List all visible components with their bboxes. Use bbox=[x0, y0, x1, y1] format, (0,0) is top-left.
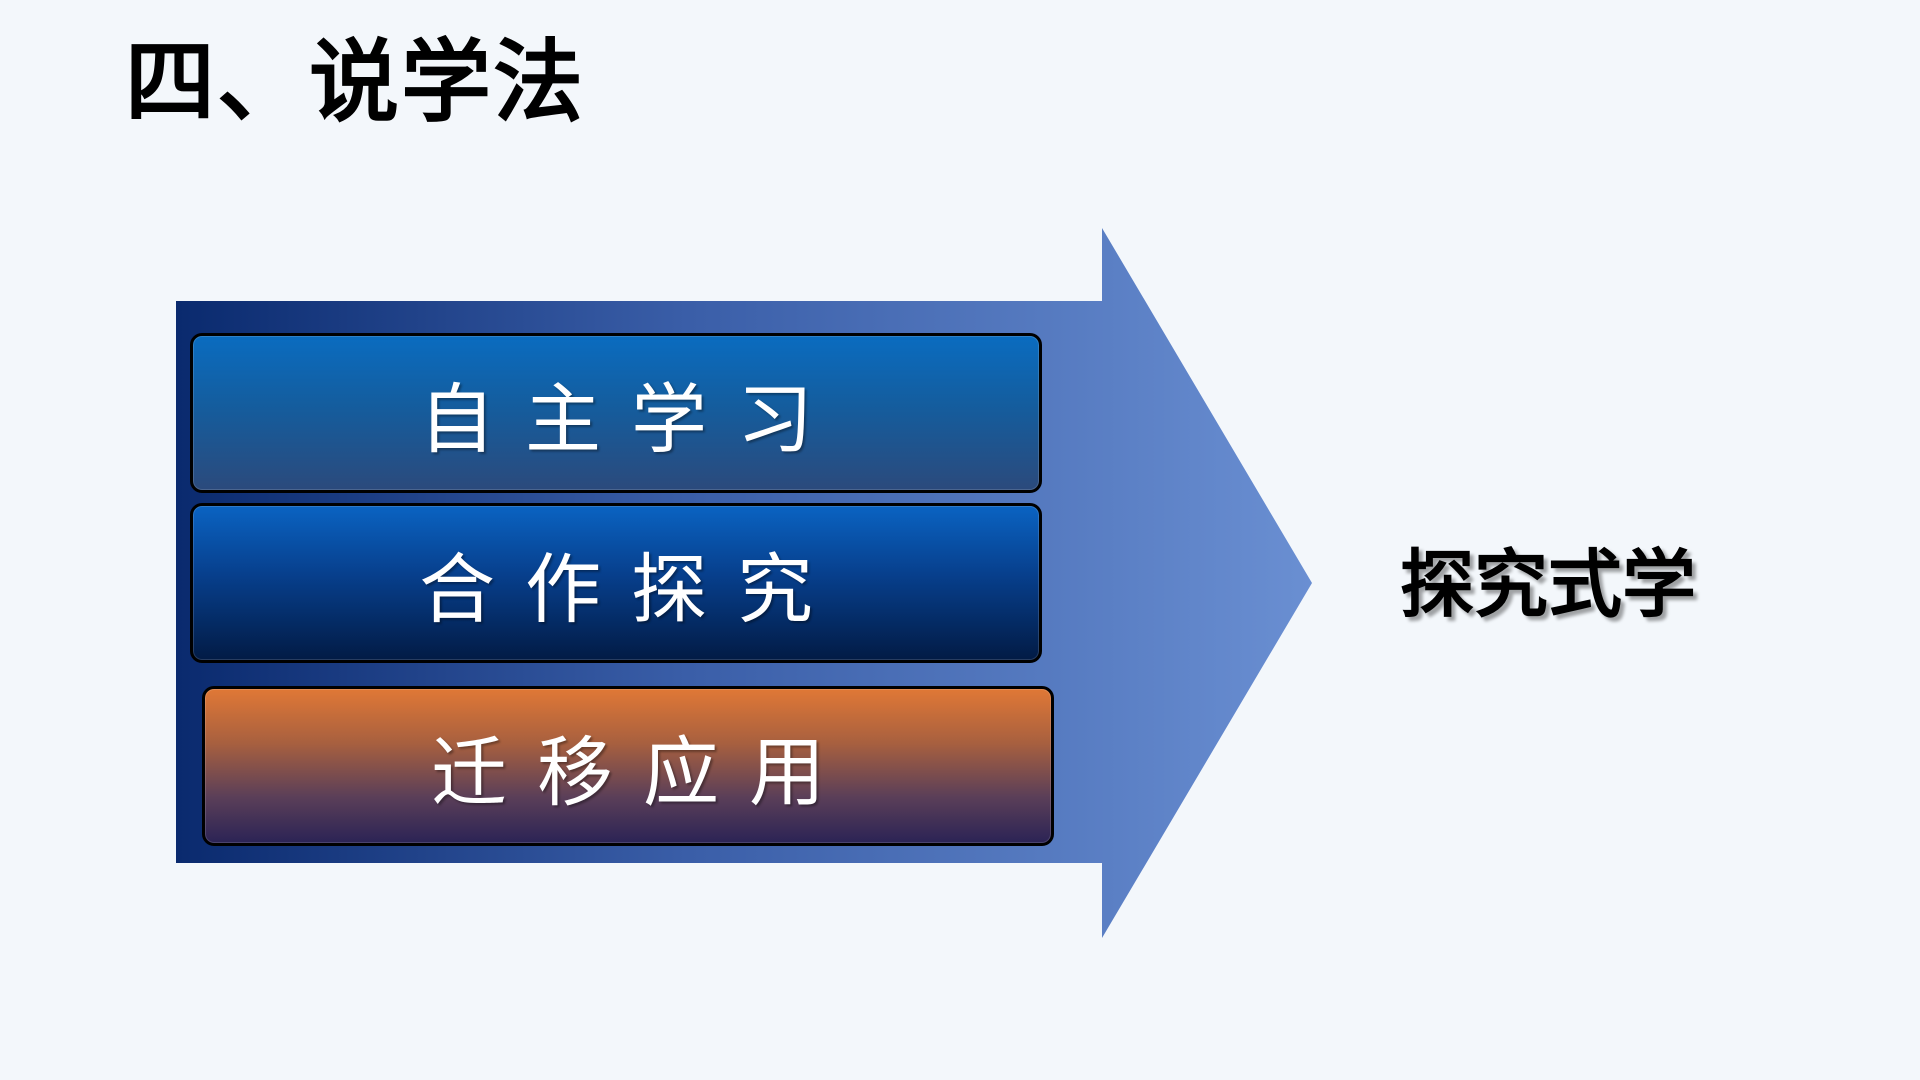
method-label: 合作探究 bbox=[419, 545, 843, 634]
method-box-transfer-application: 迁移应用 bbox=[202, 686, 1054, 846]
method-label: 迁移应用 bbox=[431, 728, 855, 817]
method-box-self-study: 自主学习 bbox=[190, 333, 1042, 493]
method-label: 自主学习 bbox=[419, 375, 843, 464]
result-label: 探究式学 bbox=[1400, 542, 1696, 628]
method-box-cooperative-inquiry: 合作探究 bbox=[190, 503, 1042, 663]
page-title: 四、说学法 bbox=[125, 30, 585, 135]
